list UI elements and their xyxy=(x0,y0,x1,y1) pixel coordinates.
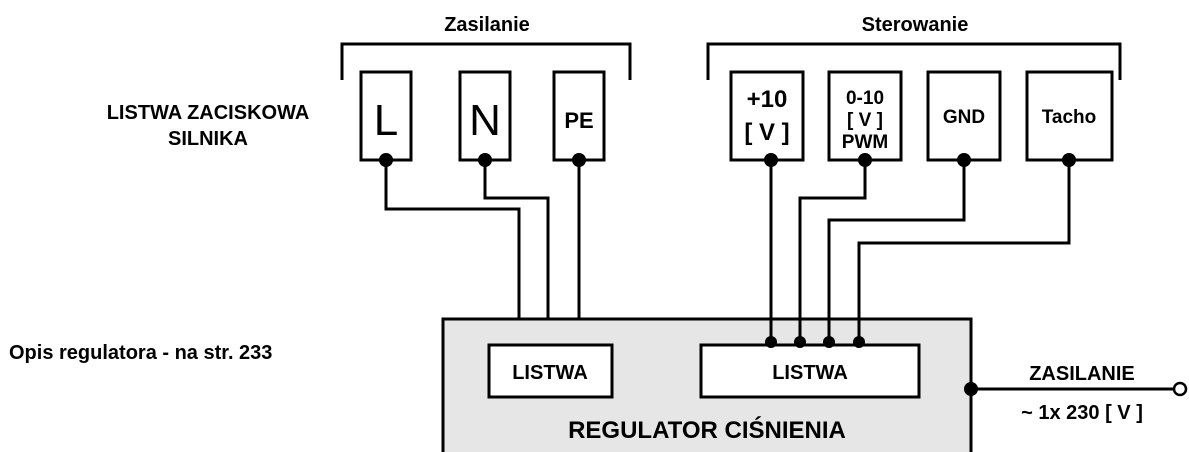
listwa-right-label: LISTWA xyxy=(772,362,848,384)
terminal-dots xyxy=(379,153,1076,348)
terminal-pwm-line3: PWM xyxy=(842,132,888,153)
terminal-N-label: N xyxy=(469,96,501,145)
terminal-gnd: GND xyxy=(926,70,1002,162)
control-group-label: Sterowanie xyxy=(862,14,969,36)
control-group-bracket xyxy=(706,42,1122,80)
terminal-L: L xyxy=(359,70,413,162)
power-group-bracket xyxy=(340,42,632,80)
terminal-tacho-label: Tacho xyxy=(1042,107,1097,128)
supply-label: ZASILANIE xyxy=(1029,363,1135,385)
terminal-10v-line2: [ V ] xyxy=(744,119,789,146)
control-wires xyxy=(769,160,1071,345)
terminal-pwm-line1: 0-10 xyxy=(846,88,884,109)
terminal-PE: PE xyxy=(552,70,606,162)
terminal-tacho: Tacho xyxy=(1025,70,1114,162)
motor-terminal-label-line1: LISTWA ZACISKOWA xyxy=(107,102,310,124)
terminal-pwm: 0-10 [ V ] PWM xyxy=(827,70,903,162)
supply-terminal-icon xyxy=(1172,381,1188,397)
listwa-left-label: LISTWA xyxy=(512,362,588,384)
terminal-pwm-line2: [ V ] xyxy=(847,110,883,131)
listwa-right-box xyxy=(699,343,921,399)
power-group-label: Zasilanie xyxy=(444,14,530,36)
power-wires xyxy=(384,160,581,319)
motor-terminal-label-line2: SILNIKA xyxy=(168,128,248,150)
supply-voltage: ~ 1x 230 [ V ] xyxy=(1021,402,1143,424)
terminal-N: N xyxy=(458,70,512,162)
terminal-PE-label: PE xyxy=(564,108,593,133)
regulator-description: Opis regulatora - na str. 233 xyxy=(9,342,272,364)
terminal-10v: +10 [ V ] xyxy=(729,70,805,162)
terminal-L-label: L xyxy=(374,96,398,145)
regulator-title: REGULATOR CIŚNIENIA xyxy=(568,416,846,444)
listwa-left-box xyxy=(487,343,614,399)
supply-line xyxy=(964,381,1188,397)
terminal-10v-line1: +10 xyxy=(747,86,788,113)
terminal-gnd-label: GND xyxy=(943,107,985,128)
